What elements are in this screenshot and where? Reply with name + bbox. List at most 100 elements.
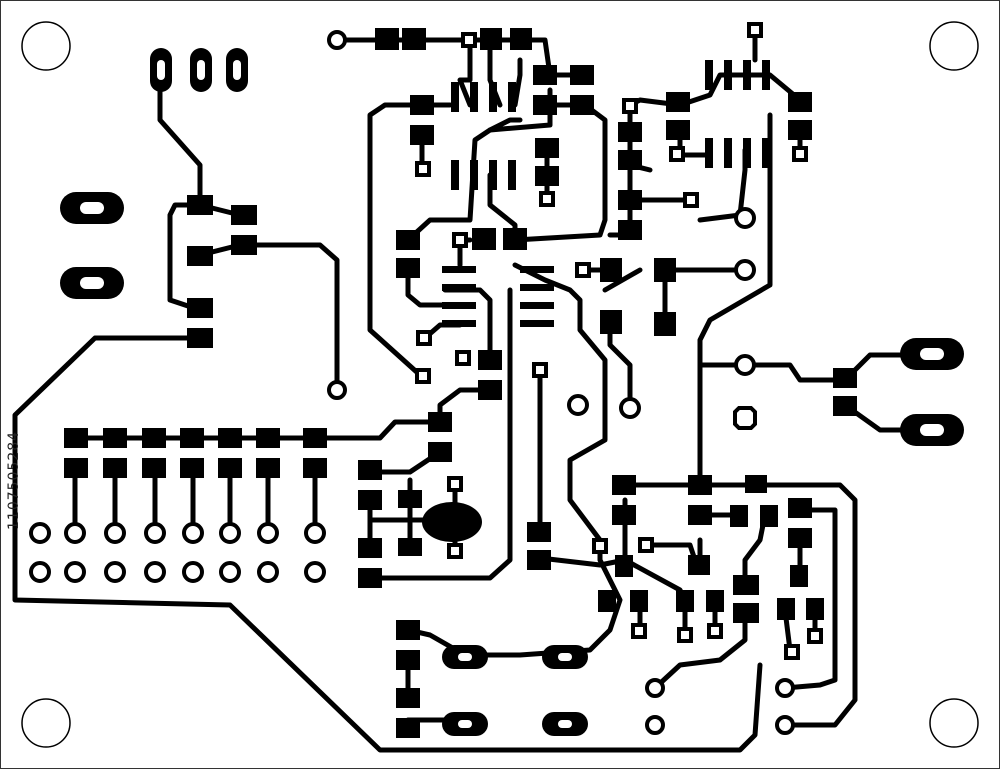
pad xyxy=(760,505,778,527)
ic-pin xyxy=(451,160,459,190)
ic-pin xyxy=(442,302,476,309)
pad xyxy=(396,688,420,708)
pad xyxy=(612,505,636,525)
ic-pin xyxy=(520,320,554,327)
pad xyxy=(187,195,213,215)
pad xyxy=(788,528,812,548)
pad xyxy=(256,458,280,478)
pad xyxy=(64,428,88,448)
ic-pin xyxy=(470,82,478,112)
ic-pin xyxy=(743,60,751,90)
ic-pin xyxy=(520,284,554,291)
crystal-pad xyxy=(422,502,482,542)
pad xyxy=(180,458,204,478)
pad xyxy=(706,590,724,612)
pad xyxy=(231,205,257,225)
pad xyxy=(676,590,694,612)
pad xyxy=(688,475,712,495)
pad xyxy=(630,590,648,612)
pad xyxy=(733,603,759,623)
ic-pin xyxy=(451,82,459,112)
pad xyxy=(187,328,213,348)
ic-pin xyxy=(442,320,476,327)
pad xyxy=(833,396,857,416)
pad xyxy=(410,125,434,145)
pad xyxy=(527,522,551,542)
pad xyxy=(806,598,824,620)
square-vias xyxy=(415,22,823,660)
pad xyxy=(612,475,636,495)
pad xyxy=(777,598,795,620)
ic-pin xyxy=(705,138,713,168)
pad xyxy=(303,458,327,478)
pad xyxy=(396,230,420,250)
pad xyxy=(503,228,527,250)
pad xyxy=(510,28,532,50)
pad xyxy=(788,498,812,518)
pad xyxy=(218,458,242,478)
pad xyxy=(654,258,676,282)
ic-pin xyxy=(489,82,497,112)
pad xyxy=(535,166,559,186)
ic-pin xyxy=(724,138,732,168)
pad xyxy=(358,460,382,480)
mounting-hole-top-right xyxy=(929,21,979,71)
pad xyxy=(570,65,594,85)
pad xyxy=(187,246,213,266)
pad xyxy=(358,490,382,510)
pad xyxy=(478,350,502,370)
pad xyxy=(218,428,242,448)
pad xyxy=(256,428,280,448)
pad xyxy=(396,718,420,738)
mounting-holes xyxy=(21,21,979,748)
ic-pin xyxy=(705,60,713,90)
pad xyxy=(398,538,422,556)
pad xyxy=(598,590,616,612)
pad xyxy=(375,28,399,50)
pad xyxy=(600,258,622,282)
pad xyxy=(666,120,690,140)
ic-pin xyxy=(442,284,476,291)
pad xyxy=(600,310,622,334)
ic-pin xyxy=(508,82,516,112)
ic-pin xyxy=(489,160,497,190)
pad xyxy=(480,28,502,50)
pad xyxy=(142,428,166,448)
pad xyxy=(618,190,642,210)
pad xyxy=(654,312,676,336)
pad xyxy=(790,565,808,587)
octagon-pad xyxy=(733,406,757,430)
pad xyxy=(570,95,594,115)
pad xyxy=(666,92,690,112)
ic-pin xyxy=(743,138,751,168)
pad xyxy=(535,138,559,158)
watermark-id-text: 1107505284 xyxy=(6,430,22,530)
round-pads xyxy=(29,30,795,735)
pad xyxy=(180,428,204,448)
pad xyxy=(688,555,710,575)
mounting-hole-bottom-right xyxy=(929,698,979,748)
smd-pads xyxy=(64,28,857,738)
mounting-hole-bottom-left xyxy=(21,698,71,748)
pad xyxy=(398,490,422,508)
pad xyxy=(103,428,127,448)
ic-pin xyxy=(442,266,476,273)
pad xyxy=(396,258,420,278)
pad xyxy=(472,228,496,250)
pad xyxy=(103,458,127,478)
pad xyxy=(478,380,502,400)
pad xyxy=(618,220,642,240)
pad xyxy=(688,505,712,525)
pad xyxy=(231,235,257,255)
pad xyxy=(428,412,452,432)
ic-pin xyxy=(724,60,732,90)
pad xyxy=(615,555,633,577)
pad xyxy=(618,122,642,142)
pad xyxy=(733,575,759,595)
pad xyxy=(745,475,767,493)
pad xyxy=(64,458,88,478)
pad xyxy=(396,650,420,670)
pad xyxy=(533,95,557,115)
ic-pin xyxy=(520,266,554,273)
